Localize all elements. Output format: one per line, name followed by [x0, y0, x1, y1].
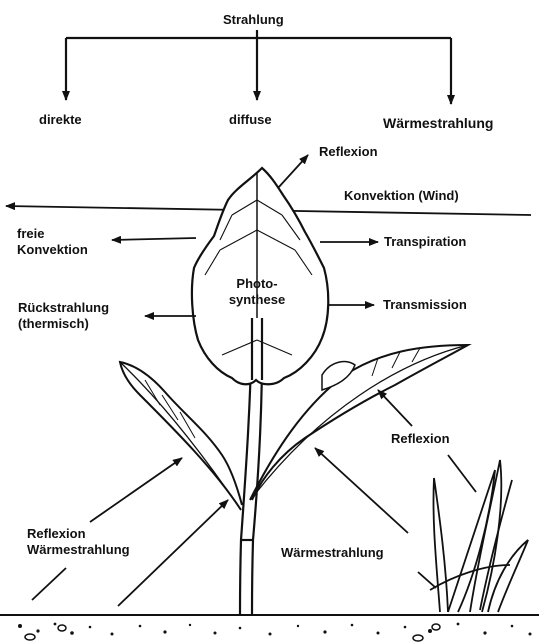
freie-konvektion-arrow — [112, 238, 196, 240]
reflexion-right-label: Reflexion — [391, 431, 450, 447]
strahlung-label: Strahlung — [223, 12, 284, 28]
reflexion-top-label: Reflexion — [319, 144, 378, 160]
grass-tuft — [430, 460, 528, 612]
rueckstrahlung-line2: (thermisch) — [18, 316, 109, 332]
waermestrahlung-left-line: Wärmestrahlung — [27, 542, 130, 558]
freie-konvektion-line2: Konvektion — [17, 242, 88, 258]
photosynthese-line1: Photo- — [222, 276, 292, 292]
reflexion-waerme-left-label: Reflexion Wärmestrahlung — [27, 526, 130, 558]
transmission-label: Transmission — [383, 297, 467, 313]
photosynthese-line2: synthese — [222, 292, 292, 308]
waermestrahlung-top-label: Wärmestrahlung — [383, 115, 493, 131]
direkte-label: direkte — [39, 112, 82, 128]
waerme-right-arrow — [315, 448, 408, 533]
konvektion-wind-label: Konvektion (Wind) — [344, 188, 459, 204]
freie-konvektion-line1: freie — [17, 226, 88, 242]
reflexion-right-arrow — [378, 390, 412, 426]
transpiration-label: Transpiration — [384, 234, 466, 250]
photosynthese-label: Photo- synthese — [222, 276, 292, 308]
freie-konvektion-label: freie Konvektion — [17, 226, 88, 258]
rueckstrahlung-label: Rückstrahlung (thermisch) — [18, 300, 109, 332]
waerme-right-tail — [418, 572, 436, 588]
ground — [0, 615, 539, 641]
radiation-tree-lines — [66, 30, 451, 104]
diffuse-label: diffuse — [229, 112, 272, 128]
reflexion-right-line — [448, 455, 476, 492]
reflexion-left-tail — [32, 568, 66, 600]
reflexion-left-line: Reflexion — [27, 526, 130, 542]
waerme-left-arrow — [118, 500, 228, 606]
reflexion-top-arrow — [278, 155, 308, 188]
reflexion-left-arrow — [90, 458, 182, 522]
rueckstrahlung-line1: Rückstrahlung — [18, 300, 109, 316]
waermestrahlung-right-label: Wärmestrahlung — [281, 545, 384, 561]
